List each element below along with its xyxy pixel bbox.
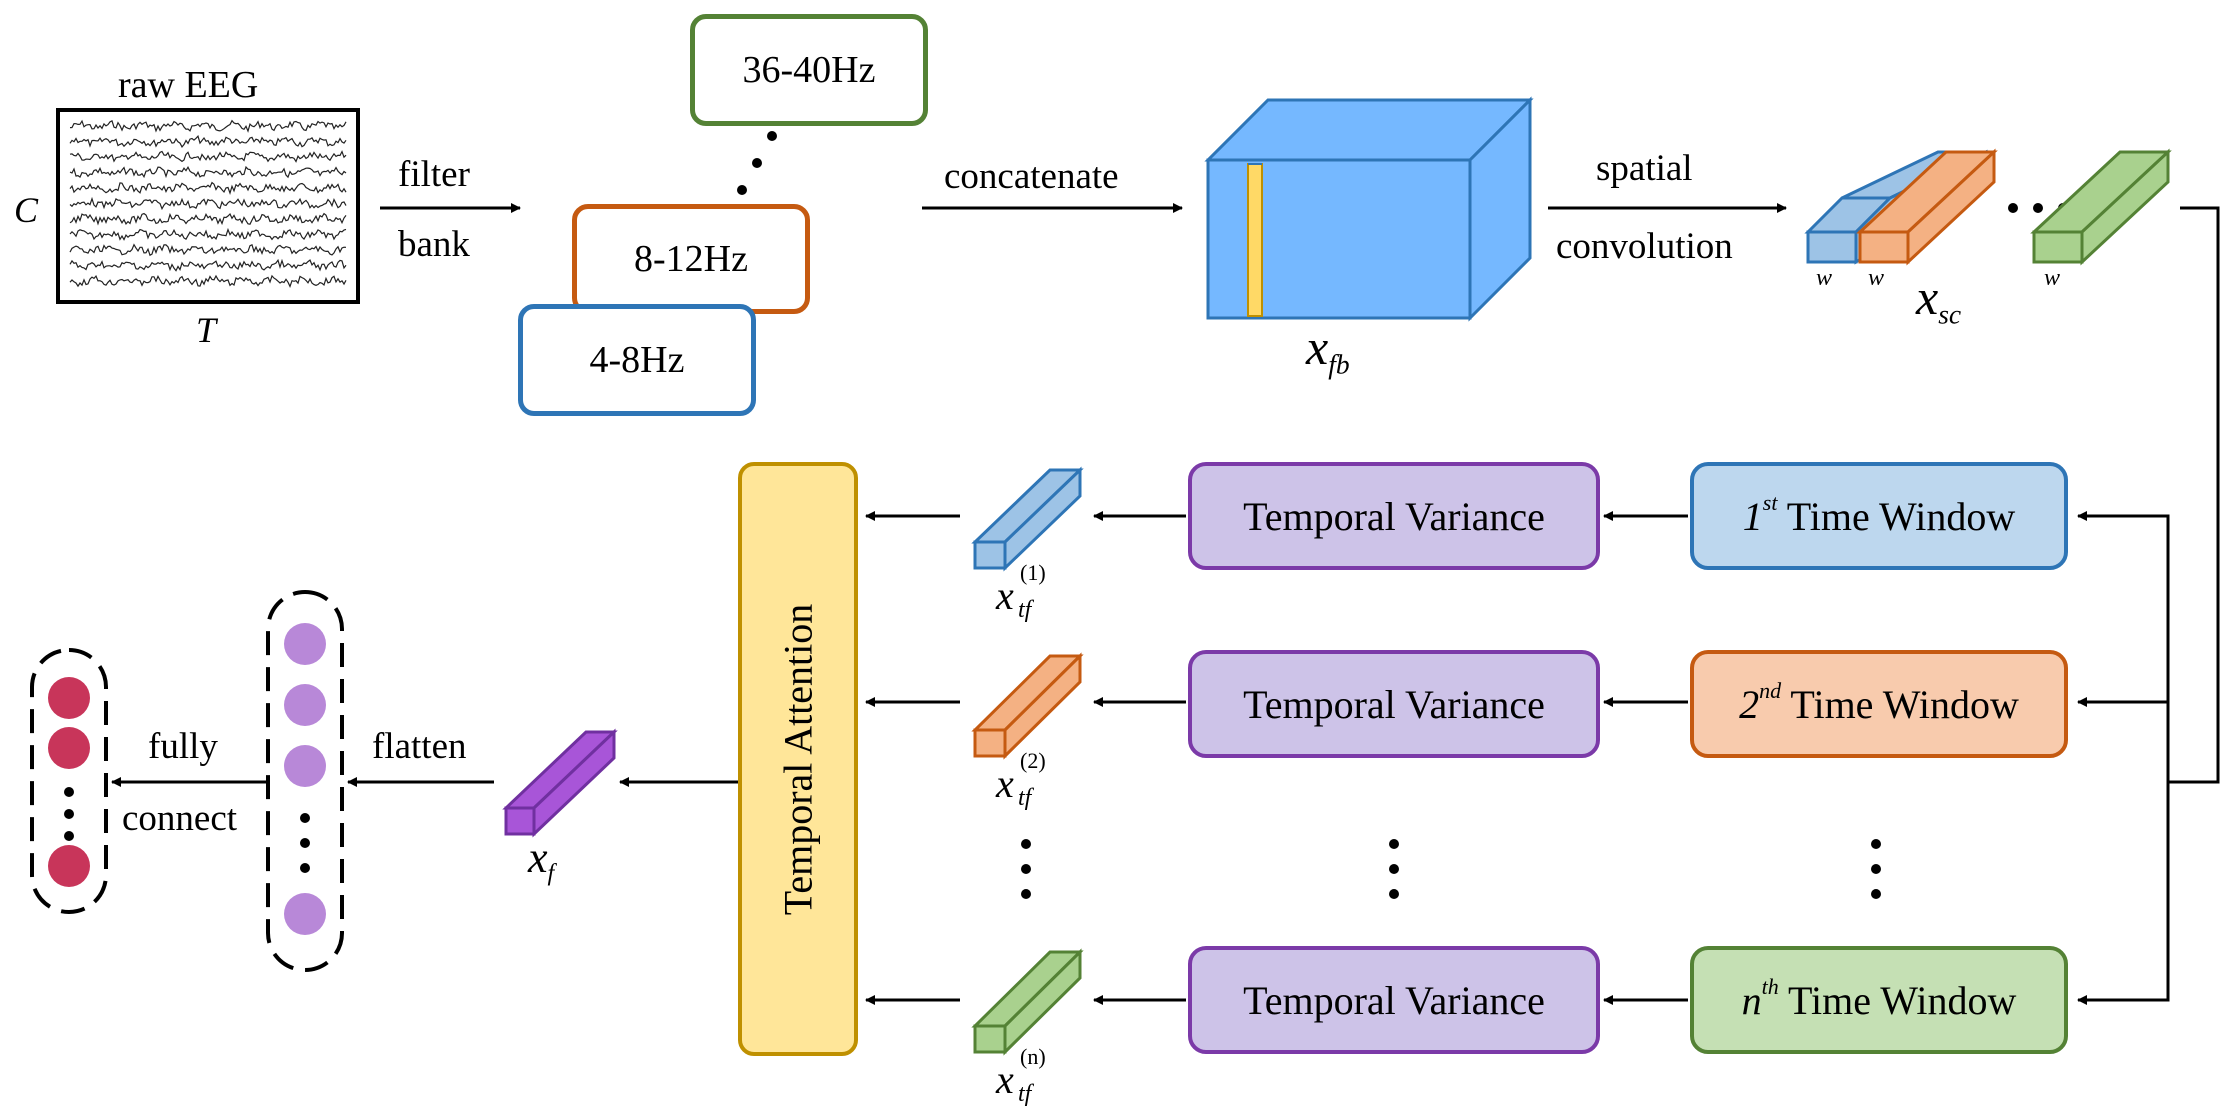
w-label-orange: w xyxy=(1868,265,1885,291)
eeg-title: raw EEG xyxy=(118,64,259,106)
ellipsis-dot xyxy=(752,158,762,168)
ellipsis-dot xyxy=(2008,203,2018,213)
neuron xyxy=(284,623,326,665)
neuron xyxy=(284,745,326,787)
concatenate-label: concatenate xyxy=(944,156,1119,197)
spatial-label: spatial xyxy=(1596,148,1693,189)
eeg-trace xyxy=(69,243,347,257)
ellipsis-dot xyxy=(300,863,310,873)
tf-prism-1 xyxy=(971,466,1084,572)
ellipsis-dot xyxy=(1021,864,1031,874)
ellipsis-dot xyxy=(300,838,310,848)
ellipsis-dot xyxy=(737,185,747,195)
tf-symbol-2: x (2) tf xyxy=(996,748,1046,811)
filter-label-1: filter xyxy=(398,154,470,195)
arrow-to-window-n xyxy=(2077,782,2170,1005)
filter-box-8-12: 8-12Hz xyxy=(572,204,810,314)
ellipsis-dot xyxy=(767,131,777,141)
flatten-label: flatten xyxy=(372,726,467,767)
output-neuron xyxy=(48,677,90,719)
eeg-trace xyxy=(69,165,347,179)
xsc-prism-orange xyxy=(1856,148,1998,266)
ellipsis-dot xyxy=(1871,889,1881,899)
eeg-trace xyxy=(69,227,347,241)
time-window-2: 2nd Time Window xyxy=(1690,650,2068,758)
tf-prism-n xyxy=(971,948,1084,1056)
ellipsis-dot xyxy=(1871,864,1881,874)
ellipsis-dot xyxy=(64,787,74,797)
output-neuron xyxy=(48,727,90,769)
temporal-variance-1: Temporal Variance xyxy=(1188,462,1600,570)
xf-prism xyxy=(502,728,618,838)
eeg-panel xyxy=(56,108,360,304)
ellipsis-dot xyxy=(1389,839,1399,849)
filter-label-2: bank xyxy=(398,224,470,265)
output-layer xyxy=(30,648,108,914)
temporal-attention-block: Temporal Attention xyxy=(738,462,858,1056)
time-window-1: 1st Time Window xyxy=(1690,462,2068,570)
temporal-variance-2: Temporal Variance xyxy=(1188,650,1600,758)
ellipsis-dot xyxy=(1389,889,1399,899)
eeg-trace xyxy=(69,181,347,196)
w-label-blue: w xyxy=(1816,265,1833,291)
eeg-trace xyxy=(69,196,347,211)
xsc-symbol: xsc xyxy=(1916,269,1962,330)
time-axis-label: T xyxy=(196,310,217,350)
temporal-attention-label: Temporal Attention xyxy=(775,603,821,915)
cube-slice xyxy=(1247,163,1263,317)
ellipsis-dot xyxy=(1871,839,1881,849)
ellipsis-dot xyxy=(1021,839,1031,849)
xfb-symbol: xfb xyxy=(1306,319,1350,380)
time-window-n: nth Time Window xyxy=(1690,946,2068,1054)
ellipsis-dot xyxy=(64,809,74,819)
tf-symbol-n: x (n) tf xyxy=(996,1044,1046,1107)
xf-symbol: xf xyxy=(528,833,555,887)
concatenated-cube xyxy=(1204,96,1534,322)
w-label-green: w xyxy=(2044,265,2061,291)
tf-prism-2 xyxy=(971,652,1084,760)
filter-box-label: 8-12Hz xyxy=(634,238,748,280)
eeg-trace xyxy=(69,274,347,288)
fully-label: fully xyxy=(148,726,218,767)
arrow-to-window-1 xyxy=(2077,511,2170,782)
tf-symbol-1: x (1) tf xyxy=(996,560,1046,623)
eeg-trace xyxy=(69,150,347,163)
filter-box-label: 4-8Hz xyxy=(589,339,685,381)
eeg-trace xyxy=(69,135,347,148)
bus-line xyxy=(2168,206,2220,784)
ellipsis-dot xyxy=(300,813,310,823)
eeg-trace xyxy=(69,212,347,226)
temporal-variance-n: Temporal Variance xyxy=(1188,946,1600,1054)
ellipsis-dot xyxy=(2033,203,2043,213)
eeg-trace xyxy=(69,119,347,133)
neuron xyxy=(284,684,326,726)
channel-axis-label: C xyxy=(14,190,39,230)
neuron xyxy=(284,893,326,935)
ellipsis-dot xyxy=(1389,864,1399,874)
filter-box-label: 36-40Hz xyxy=(742,49,876,91)
xsc-prism-green xyxy=(2030,148,2172,266)
connect-label: connect xyxy=(122,798,238,839)
eeg-traces xyxy=(69,119,347,288)
eeg-trace xyxy=(69,258,347,272)
ellipsis-dot xyxy=(1021,889,1031,899)
convolution-label: convolution xyxy=(1556,226,1733,267)
ellipsis-dot xyxy=(64,831,74,841)
output-neuron xyxy=(48,845,90,887)
filter-box-36-40: 36-40Hz xyxy=(690,14,928,126)
filter-box-4-8: 4-8Hz xyxy=(518,304,756,416)
